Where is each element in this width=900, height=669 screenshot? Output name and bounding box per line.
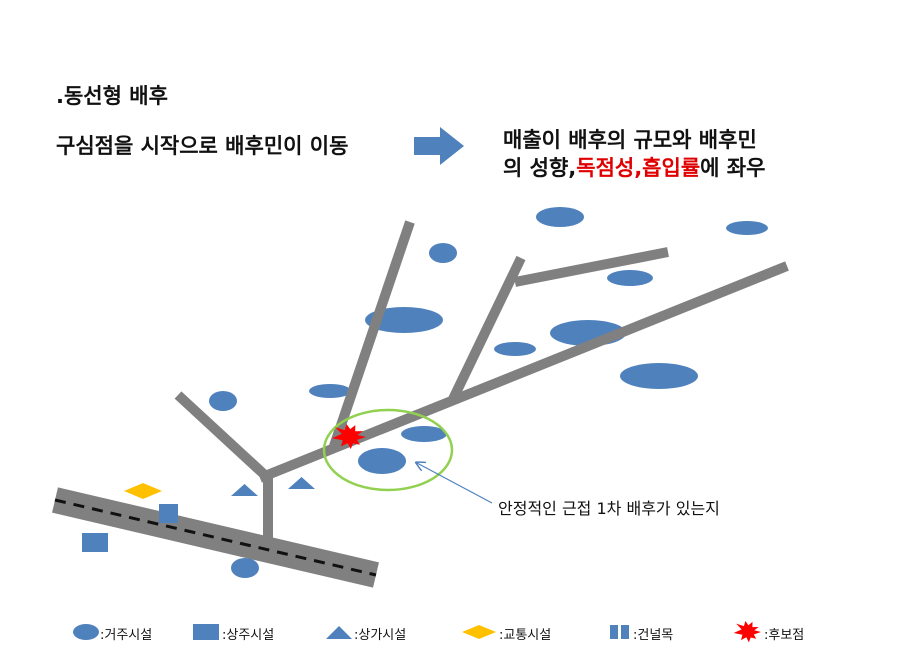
residential-facility bbox=[365, 307, 443, 333]
commercial-facility bbox=[231, 484, 258, 496]
legend-label-candidate: :후보점 bbox=[764, 628, 805, 643]
sales-factor-suffix: 에 좌우 bbox=[700, 156, 766, 180]
legend-label-crosswalk: :건널목 bbox=[633, 628, 674, 643]
residential-facility bbox=[231, 558, 259, 578]
callout-label: 안정적인 근접 1차 배후가 있는지 bbox=[498, 499, 720, 518]
legend-burst-icon bbox=[733, 621, 761, 643]
residential-facility bbox=[358, 448, 406, 474]
legend-crosswalk-icon bbox=[610, 625, 618, 639]
road bbox=[174, 391, 272, 482]
right-arrow-icon bbox=[414, 127, 464, 165]
residential-facility bbox=[209, 391, 237, 411]
page-title: .동선형 배후 bbox=[56, 84, 168, 108]
resident-facility bbox=[159, 504, 178, 523]
main-road-center-line bbox=[54, 498, 377, 577]
transport-facility bbox=[124, 483, 162, 499]
sales-factor-prefix: 의 성향, bbox=[503, 156, 577, 180]
residential-facility bbox=[536, 207, 584, 227]
legend-diamond-icon bbox=[462, 625, 496, 639]
candidate-store-icon bbox=[332, 424, 366, 450]
residential-facility bbox=[607, 270, 653, 286]
road bbox=[329, 220, 415, 448]
residential-facility bbox=[401, 426, 447, 442]
resident-facility bbox=[82, 533, 108, 552]
legend-ellipse-icon bbox=[73, 624, 99, 640]
road-network bbox=[174, 220, 789, 540]
residential-facility bbox=[726, 221, 768, 235]
legend-label-residential: :거주시설 bbox=[100, 628, 153, 643]
road bbox=[514, 247, 669, 287]
residential-facility bbox=[429, 243, 457, 263]
legend-square-icon bbox=[193, 624, 219, 640]
movement-description: 구심점을 시작으로 배후민이 이동 bbox=[56, 134, 349, 158]
legend-label-commercial: :상가시설 bbox=[354, 628, 407, 643]
legend-label-transport: :교통시설 bbox=[499, 628, 552, 643]
sales-factor-line-1: 매출이 배후의 규모와 배후민 bbox=[503, 128, 757, 152]
commercial-facility bbox=[288, 477, 315, 489]
primary-trade-area-circle bbox=[322, 408, 454, 492]
residential-facility bbox=[494, 342, 536, 356]
residential-facility bbox=[620, 363, 698, 389]
callout-arrow bbox=[417, 463, 493, 504]
legend-label-resident: :상주시설 bbox=[222, 628, 275, 643]
sales-factor-emphasis: 독점성,흡입률 bbox=[576, 156, 701, 180]
sales-factor-line-2: 의 성향,독점성,흡입률에 좌우 bbox=[503, 152, 765, 182]
road bbox=[448, 255, 526, 402]
legend-crosswalk-icon bbox=[621, 625, 629, 639]
residential-facility bbox=[309, 384, 351, 398]
legend-triangle-icon bbox=[326, 626, 352, 639]
